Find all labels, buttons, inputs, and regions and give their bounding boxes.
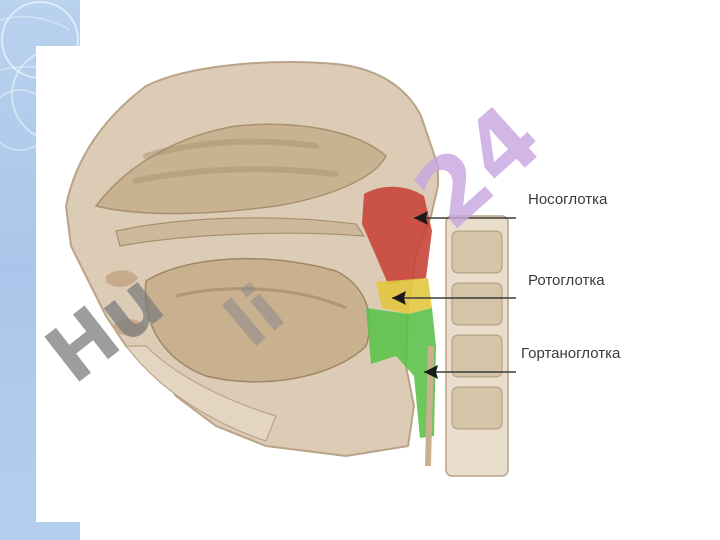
diagram-panel: Носоглотка Ротоглотка Гортаноглотка bbox=[36, 46, 684, 522]
head-sagittal-section bbox=[64, 61, 516, 477]
arrow-icon bbox=[414, 211, 428, 225]
label-laryngopharynx: Гортаноглотка bbox=[521, 345, 621, 362]
arrow-icon bbox=[392, 291, 406, 305]
laryngopharynx-region bbox=[366, 308, 436, 438]
arrow-icon bbox=[424, 365, 438, 379]
label-oropharynx: Ротоглотка bbox=[528, 272, 605, 289]
nasopharynx-region bbox=[362, 186, 432, 284]
label-nasopharynx: Носоглотка bbox=[528, 191, 608, 208]
